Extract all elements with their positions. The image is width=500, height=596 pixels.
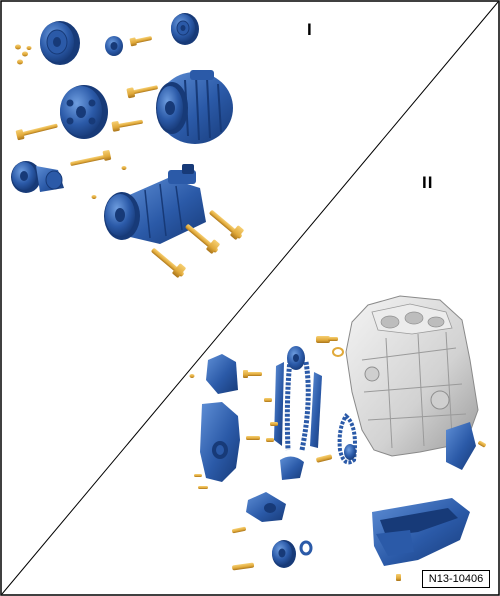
ac-compressor-icon — [104, 164, 206, 244]
bolt-icon — [194, 436, 260, 489]
pulley-icon — [171, 13, 199, 45]
bolt-icon — [232, 526, 255, 571]
bolt-icon — [243, 370, 262, 378]
washer-icon — [189, 374, 195, 378]
sprocket-icon — [337, 413, 357, 465]
bolt-icon — [129, 36, 152, 47]
bolt-icon — [126, 85, 158, 99]
bolt-icon — [70, 150, 112, 166]
tensioner-icon — [11, 161, 64, 193]
oil-pan-icon — [372, 498, 470, 566]
section-one-label: I — [307, 20, 313, 39]
section-two-label: II — [422, 173, 434, 192]
pulley-icon — [40, 21, 80, 65]
oil-pump-icon — [246, 492, 286, 522]
washer-icon — [332, 347, 344, 357]
washer-icon — [15, 44, 32, 65]
sprocket-icon — [280, 456, 304, 480]
bolt-icon — [111, 119, 143, 132]
washer-icon — [91, 166, 127, 199]
timing-cover-icon — [206, 354, 238, 394]
bolt-icon — [478, 440, 486, 448]
bolt-icon — [396, 574, 401, 581]
figure-id-badge: N13-10406 — [422, 570, 490, 588]
bolt-icon — [209, 210, 244, 240]
bolt-icon — [316, 336, 338, 343]
timing-cover-icon — [200, 402, 240, 482]
pulley-icon — [272, 540, 296, 568]
bolt-icon — [264, 398, 278, 442]
engine-mount-icon — [446, 422, 476, 470]
pulley-icon — [60, 85, 108, 139]
alternator-icon — [156, 70, 233, 144]
engine-block-icon — [345, 295, 479, 457]
bolt-icon — [151, 248, 186, 278]
timing-chain-icon — [284, 346, 311, 451]
idler-pulley-icon — [105, 36, 123, 56]
bolt-icon — [15, 123, 58, 141]
chain-guide-icon — [274, 362, 322, 448]
bolt-icon — [185, 224, 220, 254]
bolt-icon — [316, 454, 333, 463]
seal-icon — [299, 540, 313, 556]
